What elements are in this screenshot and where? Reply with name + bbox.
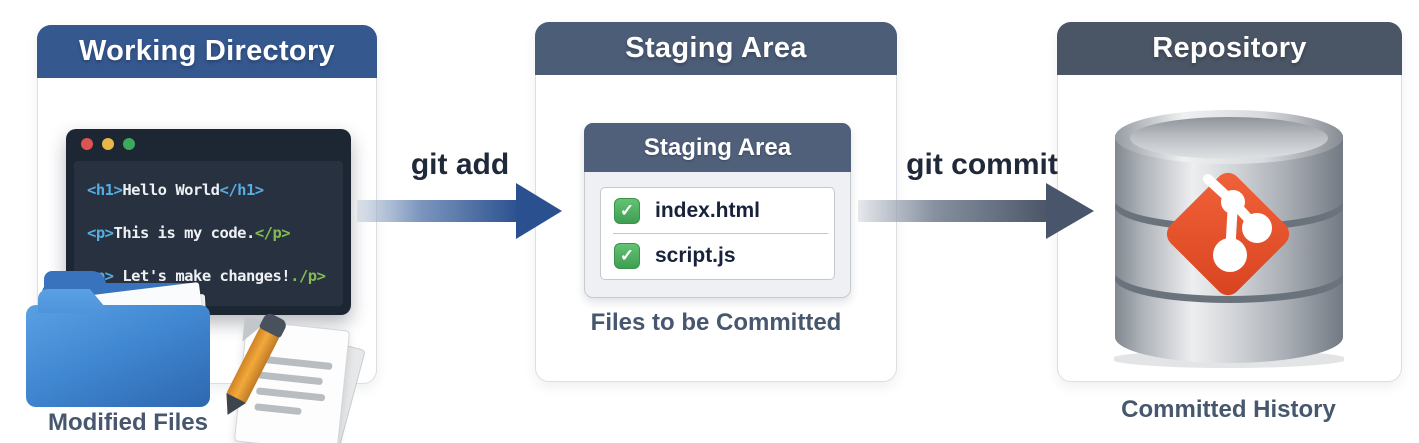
document-text-line bbox=[257, 371, 324, 386]
window-maximize-icon bbox=[123, 138, 135, 150]
git-add-arrow bbox=[357, 200, 517, 222]
window-close-icon bbox=[81, 138, 93, 150]
staged-file-row: ✓ index.html bbox=[601, 189, 834, 233]
documents-icon bbox=[216, 319, 376, 443]
git-commit-label: git commit bbox=[906, 148, 1058, 181]
git-logo-icon bbox=[1166, 172, 1290, 296]
code-line: <h1>Hello World</h1> bbox=[87, 169, 343, 212]
code-token: <p> bbox=[87, 224, 114, 242]
caption-committed-history: Committed History bbox=[1121, 396, 1336, 423]
git-commit-arrow bbox=[858, 200, 1047, 222]
working-directory-panel: Working Directory <h1>Hello World</h1> <… bbox=[26, 25, 377, 443]
staging-area-panel: Staging Area Staging Area ✓ index.html ✓… bbox=[535, 22, 897, 382]
list-divider bbox=[613, 233, 828, 234]
folder-icon bbox=[26, 269, 218, 409]
database-icon bbox=[1111, 107, 1347, 369]
document-text-line bbox=[254, 403, 302, 416]
git-commit-arrowhead-icon bbox=[1046, 183, 1094, 239]
git-add-label: git add bbox=[410, 148, 510, 181]
code-line: <p>This is my code.</p> bbox=[87, 212, 343, 255]
staging-inner-card: Staging Area ✓ index.html ✓ script.js bbox=[584, 123, 851, 298]
staging-area-title: Staging Area bbox=[625, 32, 807, 64]
working-directory-header: Working Directory bbox=[37, 25, 377, 78]
code-token: </h1> bbox=[219, 181, 264, 199]
staging-inner-header: Staging Area bbox=[584, 123, 851, 172]
document-text-line bbox=[259, 355, 334, 371]
staged-file-name: index.html bbox=[655, 199, 761, 222]
editor-code-area: <h1>Hello World</h1> <p>This is my code.… bbox=[74, 161, 343, 306]
editor-titlebar bbox=[66, 129, 351, 159]
staged-file-name: script.js bbox=[655, 244, 736, 267]
staging-inner-title: Staging Area bbox=[643, 133, 792, 161]
document-text-line bbox=[255, 387, 326, 402]
folder-front-icon bbox=[26, 305, 210, 407]
check-icon: ✓ bbox=[614, 243, 640, 269]
repository-panel: Repository bbox=[1057, 22, 1402, 382]
working-directory-title: Working Directory bbox=[79, 35, 335, 67]
repository-title: Repository bbox=[1152, 32, 1307, 64]
code-token: </p> bbox=[254, 224, 291, 242]
staging-area-header: Staging Area bbox=[535, 22, 897, 75]
code-token: <h1> bbox=[87, 181, 123, 199]
code-token: This is my code. bbox=[113, 224, 256, 242]
caption-files-to-be-committed: Files to be Committed bbox=[590, 309, 842, 336]
repository-header: Repository bbox=[1057, 22, 1402, 75]
git-add-arrowhead-icon bbox=[516, 183, 562, 239]
staged-file-list: ✓ index.html ✓ script.js bbox=[600, 187, 835, 280]
staged-file-row: ✓ script.js bbox=[601, 234, 834, 278]
code-token: Let's make changes! bbox=[113, 267, 291, 285]
database-svg bbox=[1111, 110, 1347, 368]
code-token: ./p> bbox=[290, 267, 326, 285]
window-minimize-icon bbox=[102, 138, 114, 150]
caption-modified-files: Modified Files bbox=[47, 409, 208, 436]
check-icon: ✓ bbox=[614, 198, 640, 224]
code-token: Hello World bbox=[122, 181, 220, 199]
